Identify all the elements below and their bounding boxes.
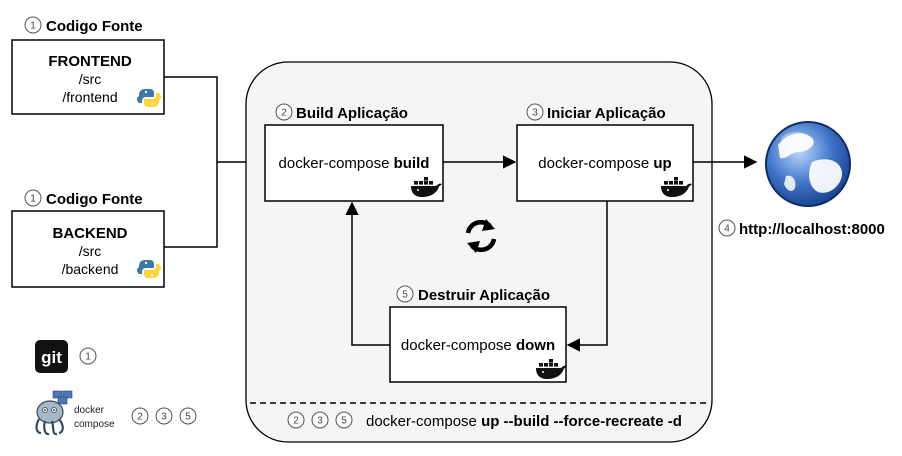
backend-heading: Codigo Fonte	[46, 191, 143, 208]
step-badge	[24, 189, 42, 207]
git-logo-icon	[35, 340, 68, 373]
git-logo-text: git	[41, 348, 62, 367]
destroy-heading: Destruir Aplicação	[418, 287, 550, 304]
step-badge	[131, 407, 149, 425]
source-merge-connector	[164, 76, 218, 248]
destroy-command: docker-compose down	[401, 337, 555, 354]
frontend-heading: Codigo Fonte	[46, 18, 143, 35]
stage-build: 2 Build Aplicação docker-compose build	[264, 103, 444, 202]
backend-path-dir: /backend	[62, 261, 119, 277]
stage-start: 3 Iniciar Aplicação docker-compose up	[516, 103, 694, 202]
frontend-title: FRONTEND	[48, 53, 131, 70]
localhost-url: http://localhost:8000	[739, 221, 885, 238]
step-badge-text: 2	[281, 108, 287, 119]
step-badge	[79, 347, 97, 365]
step-badge-text: 3	[317, 416, 323, 427]
globe-icon	[765, 121, 851, 207]
step-badge	[718, 219, 736, 237]
step-badge-text: 5	[402, 290, 408, 301]
source-backend: 1 Codigo Fonte BACKEND /src /backend	[11, 189, 165, 288]
step-badge-text: 1	[85, 352, 91, 363]
step-badge	[24, 16, 42, 34]
step-badge-text: 5	[185, 412, 191, 423]
source-frontend: 1 Codigo Fonte FRONTEND /src /frontend	[11, 16, 165, 115]
docker-compose-logo-icon	[35, 390, 73, 436]
frontend-path-dir: /frontend	[62, 89, 117, 105]
arrow-start-to-destroy	[566, 201, 608, 352]
step-badge	[335, 411, 353, 429]
step-badge-text: 2	[293, 416, 299, 427]
result-url: 4 http://localhost:8000	[718, 219, 885, 238]
step-badge	[275, 103, 293, 121]
full-command: docker-compose up --build --force-recrea…	[366, 413, 682, 430]
legend-compose: docker compose 2 3 5	[35, 390, 197, 436]
step-badge-text: 2	[137, 412, 143, 423]
step-badge	[526, 103, 544, 121]
step-badge-text: 1	[30, 194, 36, 205]
step-badge-text: 1	[30, 21, 36, 32]
backend-title: BACKEND	[53, 225, 128, 242]
legend-git: git 1	[35, 340, 97, 373]
build-heading: Build Aplicação	[296, 105, 408, 122]
backend-box	[11, 210, 165, 288]
arrow-destroy-to-build	[345, 201, 390, 346]
container-footer: 2 3 5 docker-compose up --build --force-…	[287, 411, 682, 430]
step-badge	[287, 411, 305, 429]
step-badge-text: 3	[532, 108, 538, 119]
stage-destroy: 5 Destruir Aplicação docker-compose down	[389, 285, 567, 383]
start-command: docker-compose up	[538, 155, 671, 172]
refresh-cycle-icon	[465, 219, 497, 253]
compose-logo-text-top: docker	[74, 405, 105, 416]
step-badge-text: 4	[724, 224, 730, 235]
backend-path-src: /src	[79, 243, 102, 259]
step-badge	[179, 407, 197, 425]
step-badge-text: 3	[161, 412, 167, 423]
frontend-path-src: /src	[79, 71, 102, 87]
build-command: docker-compose build	[279, 155, 430, 172]
step-badge	[155, 407, 173, 425]
step-badge	[396, 285, 414, 303]
step-badge-text: 5	[341, 416, 347, 427]
start-heading: Iniciar Aplicação	[547, 105, 666, 122]
compose-logo-text-bottom: compose	[74, 419, 115, 430]
step-badge	[311, 411, 329, 429]
